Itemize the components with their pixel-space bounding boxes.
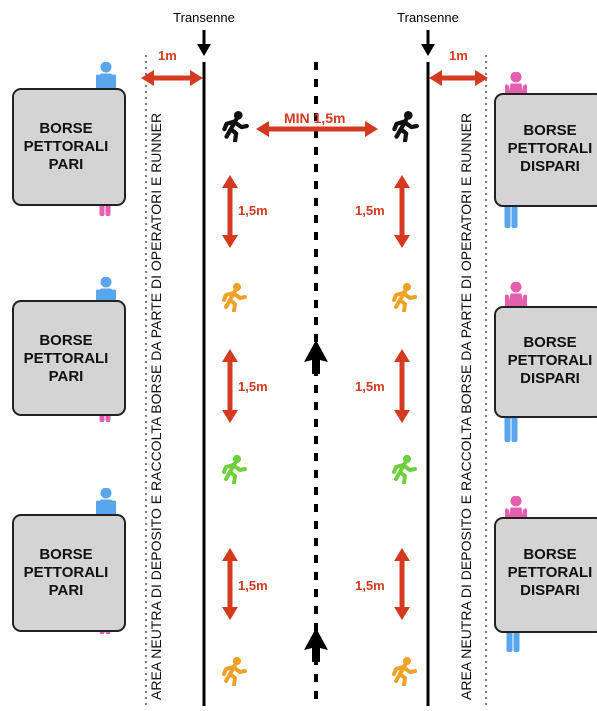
runner-right-orange-1-icon: [392, 282, 417, 312]
runner-left-orange-2-icon: [222, 656, 247, 686]
spacing-arrow-right-2-icon: [394, 349, 410, 423]
left-offset-label: 1m: [158, 48, 177, 63]
runner-right-black-icon: [394, 111, 416, 140]
spacing-label-right-2: 1,5m: [355, 379, 385, 394]
spacing-label-right-1: 1,5m: [355, 203, 385, 218]
spacing-label-left-1: 1,5m: [238, 203, 268, 218]
booth-left-3: [12, 514, 126, 632]
booth-left-1: [12, 88, 126, 206]
right-barrier-label: Transenne: [397, 10, 459, 25]
booth-right-3: [494, 517, 597, 633]
spacing-label-left-3: 1,5m: [238, 578, 268, 593]
runner-left-black-icon: [224, 111, 246, 140]
spacing-arrow-left-3-icon: [222, 548, 238, 620]
runner-right-green-icon: [392, 454, 417, 484]
booth-left-2: [12, 300, 126, 416]
spacing-arrow-right-3-icon: [394, 548, 410, 620]
direction-arrow-up-1-icon: [304, 340, 328, 374]
left-barrier-arrow-icon: [197, 30, 211, 56]
left-neutral-area-label: AREA NEUTRA DI DEPOSITO E RACCOLTA BORSE…: [148, 112, 164, 700]
spacing-label-right-3: 1,5m: [355, 578, 385, 593]
min-distance-arrow-icon: [256, 121, 378, 137]
min-distance-label: MIN 1,5m: [284, 110, 346, 126]
spacing-arrow-left-2-icon: [222, 349, 238, 423]
booth-right-2: [494, 306, 597, 418]
spacing-label-left-2: 1,5m: [238, 379, 268, 394]
right-offset-arrow-icon: [429, 70, 488, 86]
runner-left-orange-1-icon: [222, 282, 247, 312]
spacing-arrow-right-1-icon: [394, 175, 410, 248]
left-offset-arrow-icon: [141, 70, 203, 86]
spacing-arrow-left-1-icon: [222, 175, 238, 248]
right-offset-label: 1m: [449, 48, 468, 63]
right-barrier-arrow-icon: [421, 30, 435, 56]
booth-right-1: [494, 93, 597, 207]
runner-right-orange-2-icon: [392, 656, 417, 686]
left-barrier-label: Transenne: [173, 10, 235, 25]
right-neutral-area-label: AREA NEUTRA DI DEPOSITO E RACCOLTA BORSE…: [458, 112, 474, 700]
direction-arrow-up-2-icon: [304, 628, 328, 662]
runner-left-green-icon: [222, 454, 247, 484]
